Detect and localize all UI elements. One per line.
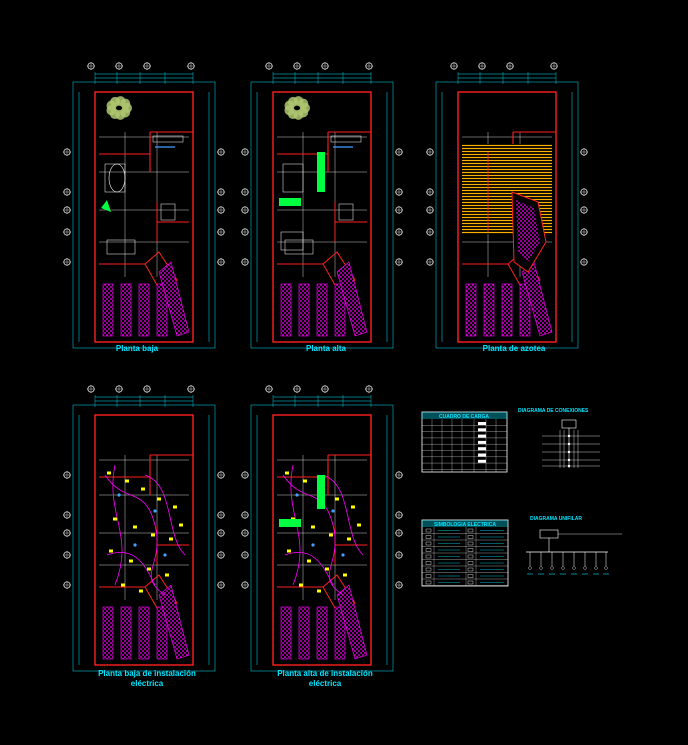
title-roof: Planta de azotea: [483, 344, 546, 353]
single-line-title: DIAGRAMA UNIFILAR: [530, 516, 582, 522]
load-table-title: CUADRO DE CARGA: [439, 414, 489, 420]
load-table: CUADRO DE CARGA: [421, 411, 508, 473]
plan-ground-floor: [63, 62, 225, 349]
title-ground-electrical-line2: eléctrica: [131, 679, 164, 688]
title-upper-floor: Planta alta: [306, 344, 347, 353]
plan-roof: [426, 62, 588, 349]
plan-upper-electrical: [241, 385, 403, 672]
electrical-symbology: SIMBOLOGIA ELECTRICA: [421, 519, 509, 587]
title-ground-floor: Planta baja: [116, 344, 159, 353]
title-ground-electrical-line1: Planta baja de instalación: [98, 669, 196, 678]
title-upper-electrical-line2: eléctrica: [309, 679, 342, 688]
plan-upper-floor: [241, 62, 403, 349]
connection-diagram-title: DIAGRAMA DE CONEXIONES: [518, 408, 589, 414]
title-upper-electrical-line1: Planta alta de instalación: [277, 669, 373, 678]
symbology-title: SIMBOLOGIA ELECTRICA: [434, 522, 496, 528]
plan-ground-electrical: [63, 385, 225, 672]
single-line-diagram: DIAGRAMA UNIFILAR: [526, 516, 622, 575]
connection-diagram: DIAGRAMA DE CONEXIONES: [518, 408, 600, 468]
